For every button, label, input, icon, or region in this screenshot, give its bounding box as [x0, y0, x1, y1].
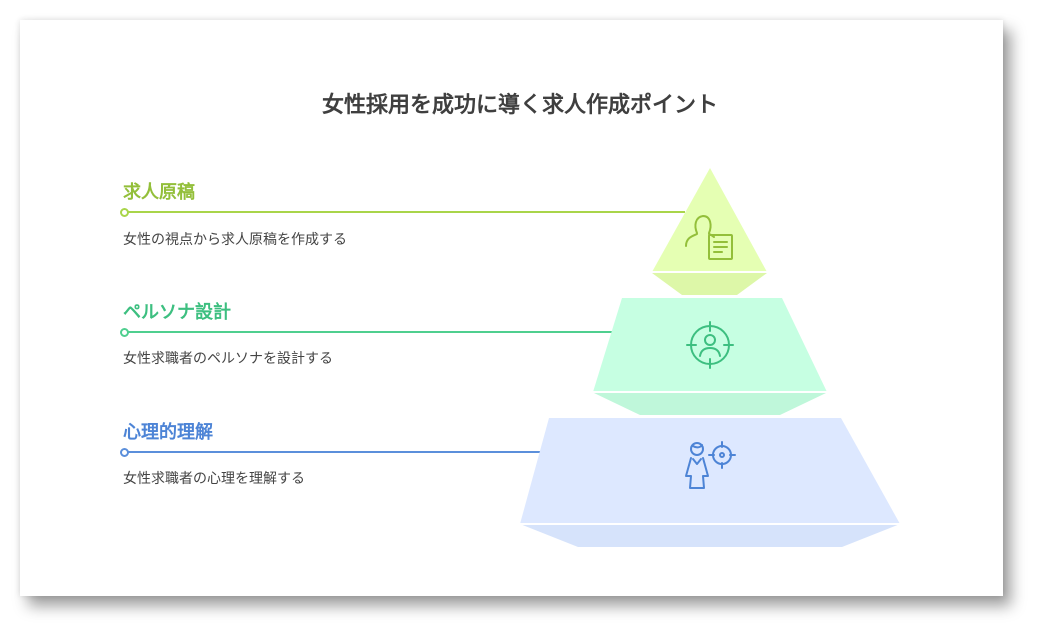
pyramid-tier-2-base	[594, 393, 826, 415]
pyramid-tier-1-base	[652, 273, 767, 295]
level-3-title: 心理的理解	[123, 422, 213, 443]
level-1-connector-dot	[120, 208, 129, 217]
level-2-connector-line	[123, 331, 623, 333]
pyramid-tier-3	[520, 418, 900, 524]
level-1-description: 女性の視点から求人原稿を作成する	[123, 232, 347, 248]
pyramid-tier-3-base	[520, 524, 900, 547]
person-document-icon	[685, 215, 733, 260]
level-3-description: 女性求職者の心理を理解する	[123, 471, 305, 487]
level-3-connector-line	[123, 451, 559, 453]
level-2-title: ペルソナ設計	[123, 302, 231, 323]
level-1-connector-line	[123, 211, 685, 213]
level-1-title: 求人原稿	[123, 182, 195, 203]
level-3-connector-dot	[120, 448, 129, 457]
target-person-icon	[686, 321, 734, 369]
person-target-icon	[685, 441, 736, 489]
level-2-connector-dot	[120, 328, 129, 337]
diagram-title: 女性採用を成功に導く求人作成ポイント	[321, 93, 718, 118]
level-2-description: 女性求職者のペルソナを設計する	[123, 351, 333, 367]
